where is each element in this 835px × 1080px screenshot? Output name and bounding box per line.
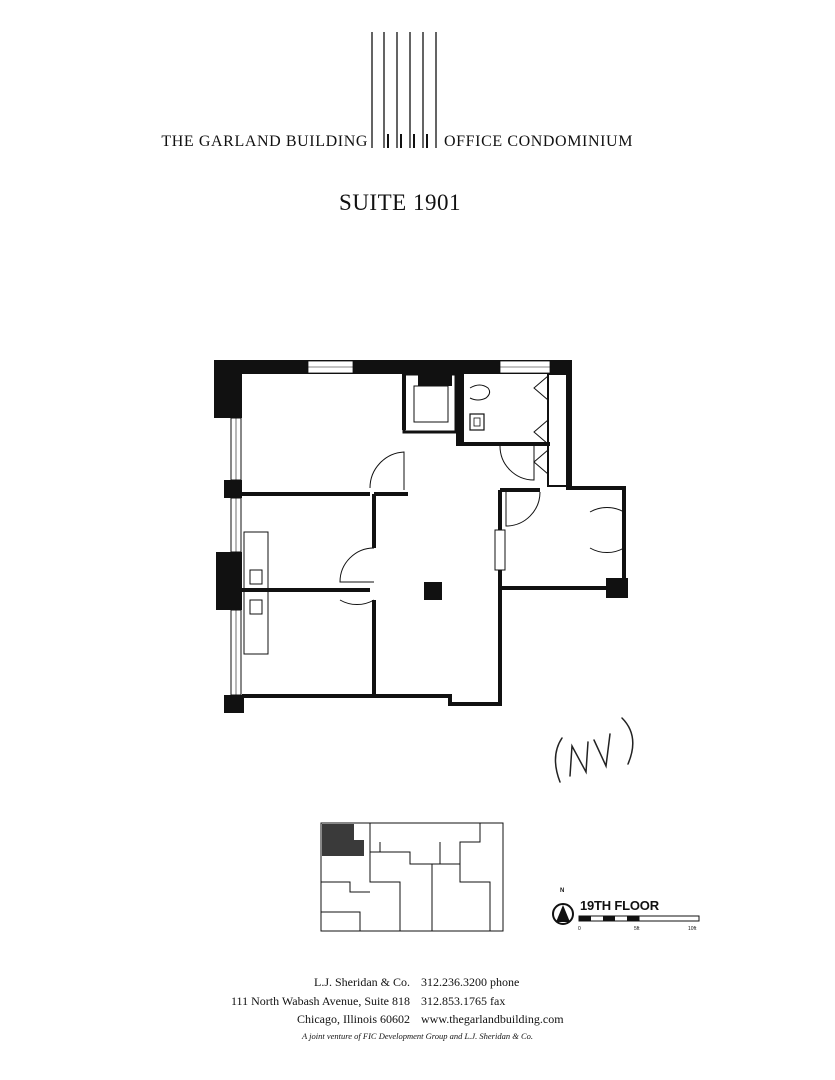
city-address: Chicago, Illinois 60602 — [297, 1012, 410, 1026]
contact-info: 312.236.3200 phone 312.853.1765 fax www.… — [421, 973, 621, 1029]
floor-indicator: N 19TH FLOOR 0 5ft 10ft — [548, 888, 708, 936]
building-name: THE GARLAND BUILDING — [161, 133, 368, 150]
fax-number: 312.853.1765 fax — [421, 993, 506, 1008]
floor-plan — [214, 360, 628, 713]
key-plan — [320, 822, 504, 932]
north-arrow-icon — [552, 903, 574, 925]
scale-tick-5: 5ft — [634, 926, 640, 932]
handwritten-note — [554, 717, 634, 783]
scale-bar — [578, 915, 700, 922]
scale-tick-0: 0 — [578, 926, 581, 932]
phone-number: 312.236.3200 phone — [421, 975, 520, 989]
north-letter: N — [560, 888, 565, 894]
building-subtitle: OFFICE CONDOMINIUM — [444, 133, 634, 150]
building-logo — [371, 32, 437, 148]
floor-label: 19TH FLOOR — [580, 898, 659, 913]
scale-tick-10: 10ft — [688, 926, 697, 932]
joint-venture-note: A joint venture of FIC Development Group… — [301, 1031, 534, 1041]
contact-address: L.J. Sheridan & Co. 111 North Wabash Ave… — [180, 973, 410, 1029]
company-name: L.J. Sheridan & Co. — [314, 975, 410, 989]
street-address: 111 North Wabash Avenue, Suite 818 — [230, 993, 410, 1008]
suite-title: SUITE 1901 — [339, 190, 461, 215]
website-link[interactable]: www.thegarlandbuilding.com — [421, 1012, 564, 1026]
